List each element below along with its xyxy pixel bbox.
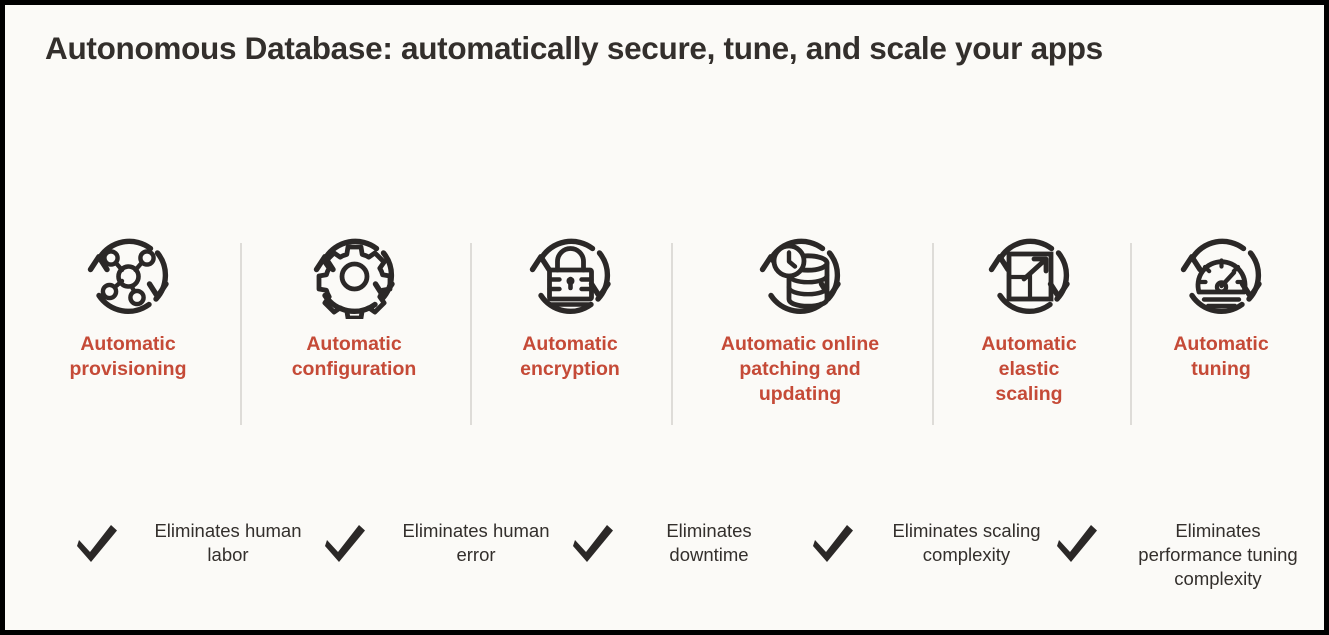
benefit-label: Eliminates performance tuning complexity bbox=[1138, 520, 1298, 590]
feature-label: Automatic provisioning bbox=[69, 333, 187, 380]
benefits-row: Eliminates human labor Eliminates human e… bbox=[5, 505, 1324, 600]
feature-row: Automatic provisioning Automatic configur… bbox=[5, 227, 1324, 427]
checkmark-icon bbox=[325, 505, 371, 563]
benefit-item: Eliminates human error bbox=[325, 505, 581, 567]
feature-item: Automatic provisioning bbox=[33, 227, 223, 382]
padlock-refresh-icon bbox=[475, 227, 665, 319]
gear-refresh-icon bbox=[259, 227, 449, 319]
benefit-label: Eliminates downtime bbox=[666, 520, 752, 566]
column-divider bbox=[240, 243, 242, 425]
benefit-label: Eliminates human labor bbox=[154, 520, 302, 566]
database-clock-refresh-icon bbox=[705, 227, 895, 319]
benefit-item: Eliminates downtime bbox=[573, 505, 799, 567]
feature-item: Automatic tuning bbox=[1126, 227, 1316, 382]
feature-label: Automatic tuning bbox=[1173, 333, 1269, 380]
checkmark-icon bbox=[573, 505, 619, 563]
column-divider bbox=[932, 243, 934, 425]
benefit-item: Eliminates performance tuning complexity bbox=[1057, 505, 1324, 591]
benefit-item: Eliminates human labor bbox=[77, 505, 333, 567]
column-divider bbox=[671, 243, 673, 425]
feature-label: Automatic encryption bbox=[520, 333, 620, 380]
benefit-label: Eliminates scaling complexity bbox=[892, 520, 1041, 566]
checkmark-icon bbox=[1057, 505, 1103, 563]
expand-square-refresh-icon bbox=[934, 227, 1124, 319]
benefit-item: Eliminates scaling complexity bbox=[813, 505, 1074, 567]
checkmark-icon bbox=[77, 505, 123, 563]
feature-item: Automatic configuration bbox=[259, 227, 449, 382]
column-divider bbox=[1130, 243, 1132, 425]
checkmark-icon bbox=[813, 505, 859, 563]
feature-item: Automatic elastic scaling bbox=[934, 227, 1124, 406]
feature-item: Automatic encryption bbox=[475, 227, 665, 382]
feature-label: Automatic configuration bbox=[291, 333, 417, 380]
feature-label: Automatic elastic scaling bbox=[981, 333, 1077, 405]
page-title: Autonomous Database: automatically secur… bbox=[45, 30, 1103, 66]
network-nodes-refresh-icon bbox=[33, 227, 223, 319]
feature-label: Automatic online patching and updating bbox=[720, 333, 880, 405]
feature-item: Automatic online patching and updating bbox=[705, 227, 895, 406]
column-divider bbox=[470, 243, 472, 425]
speedometer-refresh-icon bbox=[1126, 227, 1316, 319]
benefit-label: Eliminates human error bbox=[402, 520, 550, 566]
